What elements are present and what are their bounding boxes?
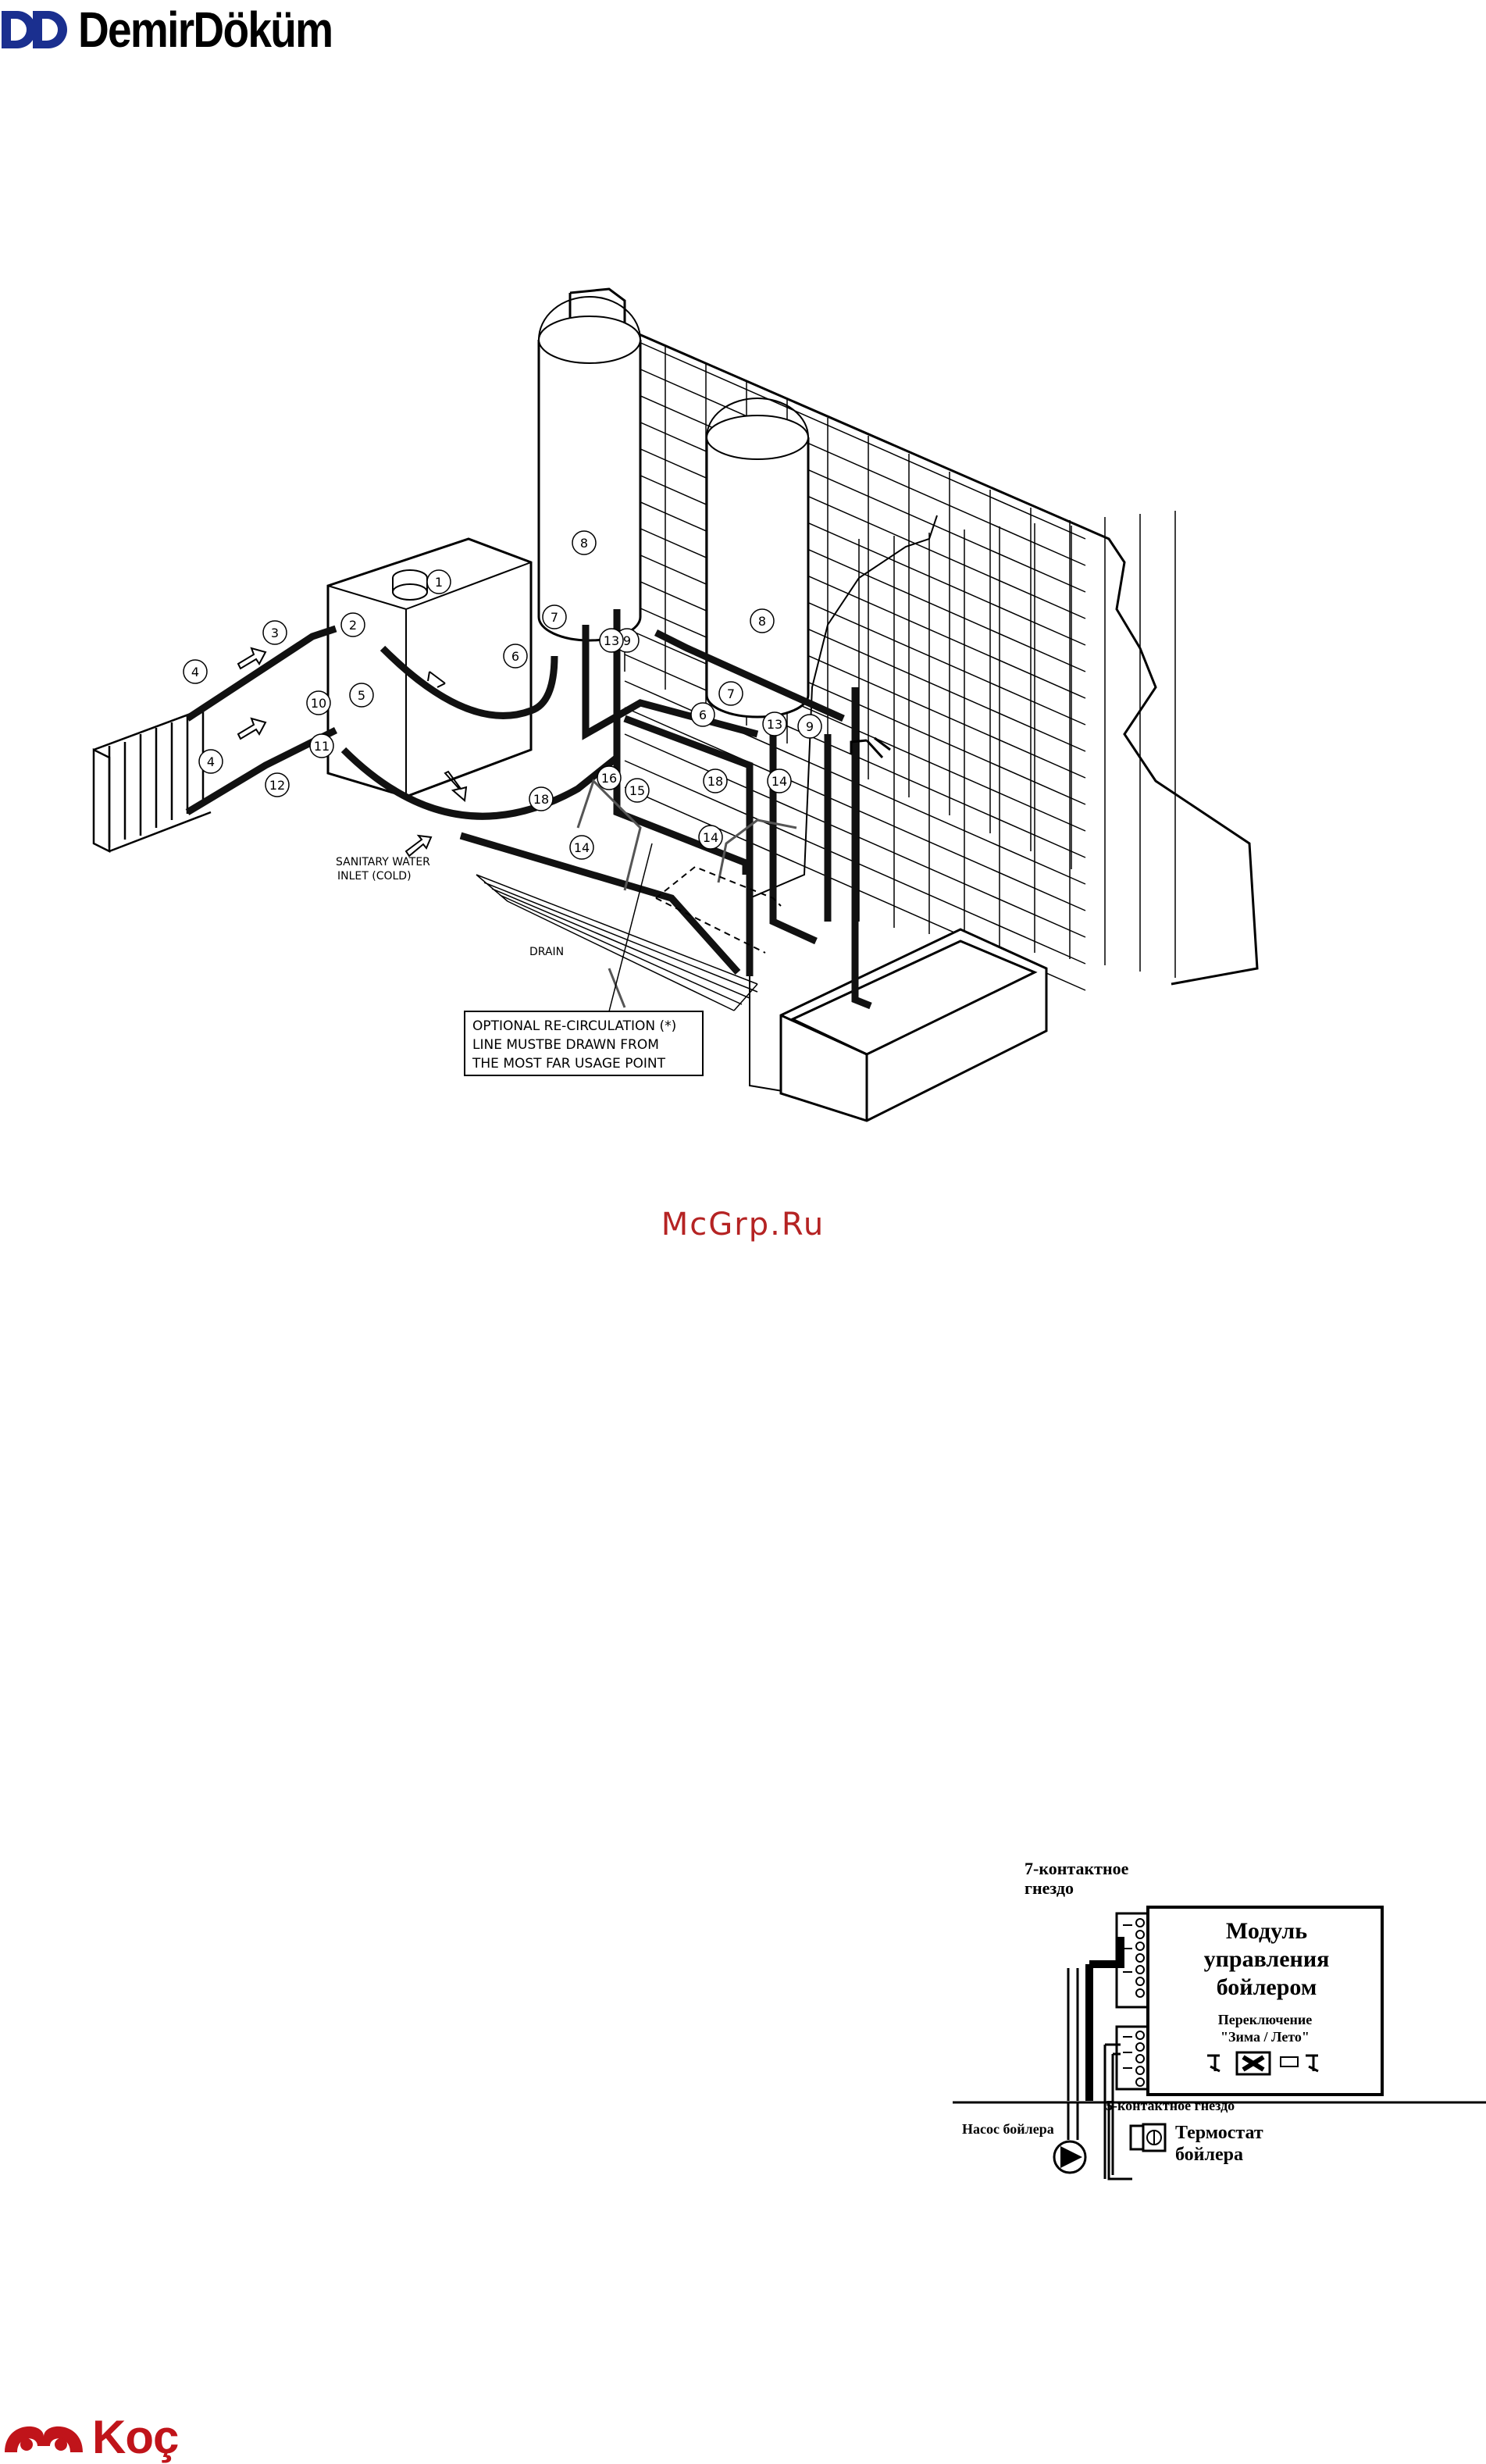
callout-number: 16 [601, 771, 617, 786]
boiler-unit [326, 537, 533, 798]
callout-bubble [767, 768, 792, 793]
callout-bubble [625, 778, 650, 803]
socket5-label: 5-контактное гнездо [1106, 2098, 1235, 2113]
callout-number: 1 [435, 575, 443, 590]
boiler-thermostat-icon [1129, 2123, 1167, 2152]
koc-brand-name: Koç [92, 2411, 179, 2463]
callout-bubble [503, 644, 528, 669]
callout-number: 6 [511, 649, 519, 664]
callout-number: 8 [758, 614, 766, 629]
callout-number: 13 [767, 717, 782, 732]
callout-bubble [797, 714, 822, 739]
tiled-wall [568, 287, 1259, 1094]
callout-bubble [306, 690, 331, 715]
callout-bubble [262, 620, 287, 645]
summer-winter-switch-icon [1207, 2051, 1319, 2076]
callout-number: 15 [629, 783, 645, 798]
callout-number: 14 [772, 774, 787, 789]
callout-bubble [597, 765, 622, 790]
callout-number: 2 [349, 618, 357, 633]
socket7-label-2: гнездо [1025, 1878, 1074, 1898]
demirdokum-logo: DemirDöküm [0, 0, 406, 62]
callout-bubble [703, 768, 728, 793]
callout-bubble [569, 835, 594, 860]
note-line-2: LINE MUSTBE DRAWN FROM [472, 1037, 659, 1053]
callout-number: 14 [703, 830, 718, 845]
callout-number: 18 [533, 792, 549, 807]
callout-number: 6 [699, 708, 707, 722]
module-label-1: Модуль [1226, 1918, 1307, 1944]
sanitary-inlet-label-2: INLET (COLD) [337, 870, 412, 883]
water-heater-left [537, 296, 642, 642]
callout-bubble [599, 628, 624, 653]
callout-number: 8 [580, 536, 588, 551]
callout-bubble [750, 608, 775, 633]
callout-number: 13 [604, 633, 619, 648]
callout-bubble [426, 569, 451, 594]
callout-bubble [198, 749, 223, 774]
bathtub [779, 928, 1048, 1122]
callout-bubble [542, 604, 567, 629]
module-label-2: управления [1204, 1946, 1330, 1972]
callout-number: 11 [314, 739, 330, 754]
installation-diagram: SANITARY WATER INLET (COLD) DRAIN OPTION… [92, 287, 1259, 1122]
switch-label-1: Переключение [1218, 2012, 1312, 2027]
callout-bubble [183, 659, 208, 684]
boiler-pump-icon [1053, 2140, 1087, 2174]
koc-logo-icon [5, 2426, 83, 2452]
callout-bubble [349, 683, 374, 708]
callout-bubble [529, 786, 554, 811]
switch-label-2: "Зима / Лето" [1221, 2029, 1310, 2045]
callout-number: 9 [623, 633, 631, 648]
note-line-1: OPTIONAL RE-CIRCULATION (*) [472, 1018, 676, 1034]
callout-bubble [718, 681, 743, 706]
callout-number: 7 [551, 610, 558, 625]
callout-number: 3 [271, 626, 279, 640]
callout-bubble [309, 733, 334, 758]
socket-5-pin [1115, 2025, 1149, 2091]
callout-number: 9 [806, 719, 814, 734]
callout-number: 5 [358, 688, 365, 703]
socket7-label: 7-контактное [1025, 1859, 1129, 1878]
callout-bubble [572, 530, 597, 555]
thermostat-label-1: Термостат [1175, 2123, 1263, 2143]
recirculation-note-box [464, 1011, 704, 1076]
watermark-text: McGrp.Ru [661, 1207, 825, 1243]
sanitary-inlet-label: SANITARY WATER [336, 856, 430, 868]
drain-grate [476, 874, 758, 1011]
koc-logo: Koç [0, 2411, 203, 2463]
thermostat-label-2: бойлера [1175, 2145, 1243, 2165]
brand-name: DemirDöküm [78, 2, 333, 58]
note-line-3: THE MOST FAR USAGE POINT [472, 1056, 666, 1072]
callout-number: 4 [191, 665, 199, 679]
callout-bubble [690, 702, 715, 727]
drain-label: DRAIN [529, 946, 564, 958]
callout-bubble [762, 711, 787, 736]
callout-bubble [698, 825, 723, 850]
callout-number: 4 [207, 754, 215, 769]
callout-bubble [340, 612, 365, 637]
module-label-3: бойлером [1217, 1974, 1317, 2000]
callout-number: 7 [727, 686, 735, 701]
water-heater-right [705, 398, 810, 719]
callout-number: 18 [707, 774, 723, 789]
callout-bubble [265, 772, 290, 797]
pump-label: Насос бойлера [962, 2121, 1054, 2137]
callout-number: 12 [269, 778, 285, 793]
radiator [92, 708, 212, 854]
wiring-diagram: 7-контактное гнездо Модуль управления бо… [953, 1859, 1486, 2181]
callout-number: 10 [311, 696, 326, 711]
callout-number: 14 [574, 840, 590, 855]
dd-logo-icon [2, 11, 67, 48]
